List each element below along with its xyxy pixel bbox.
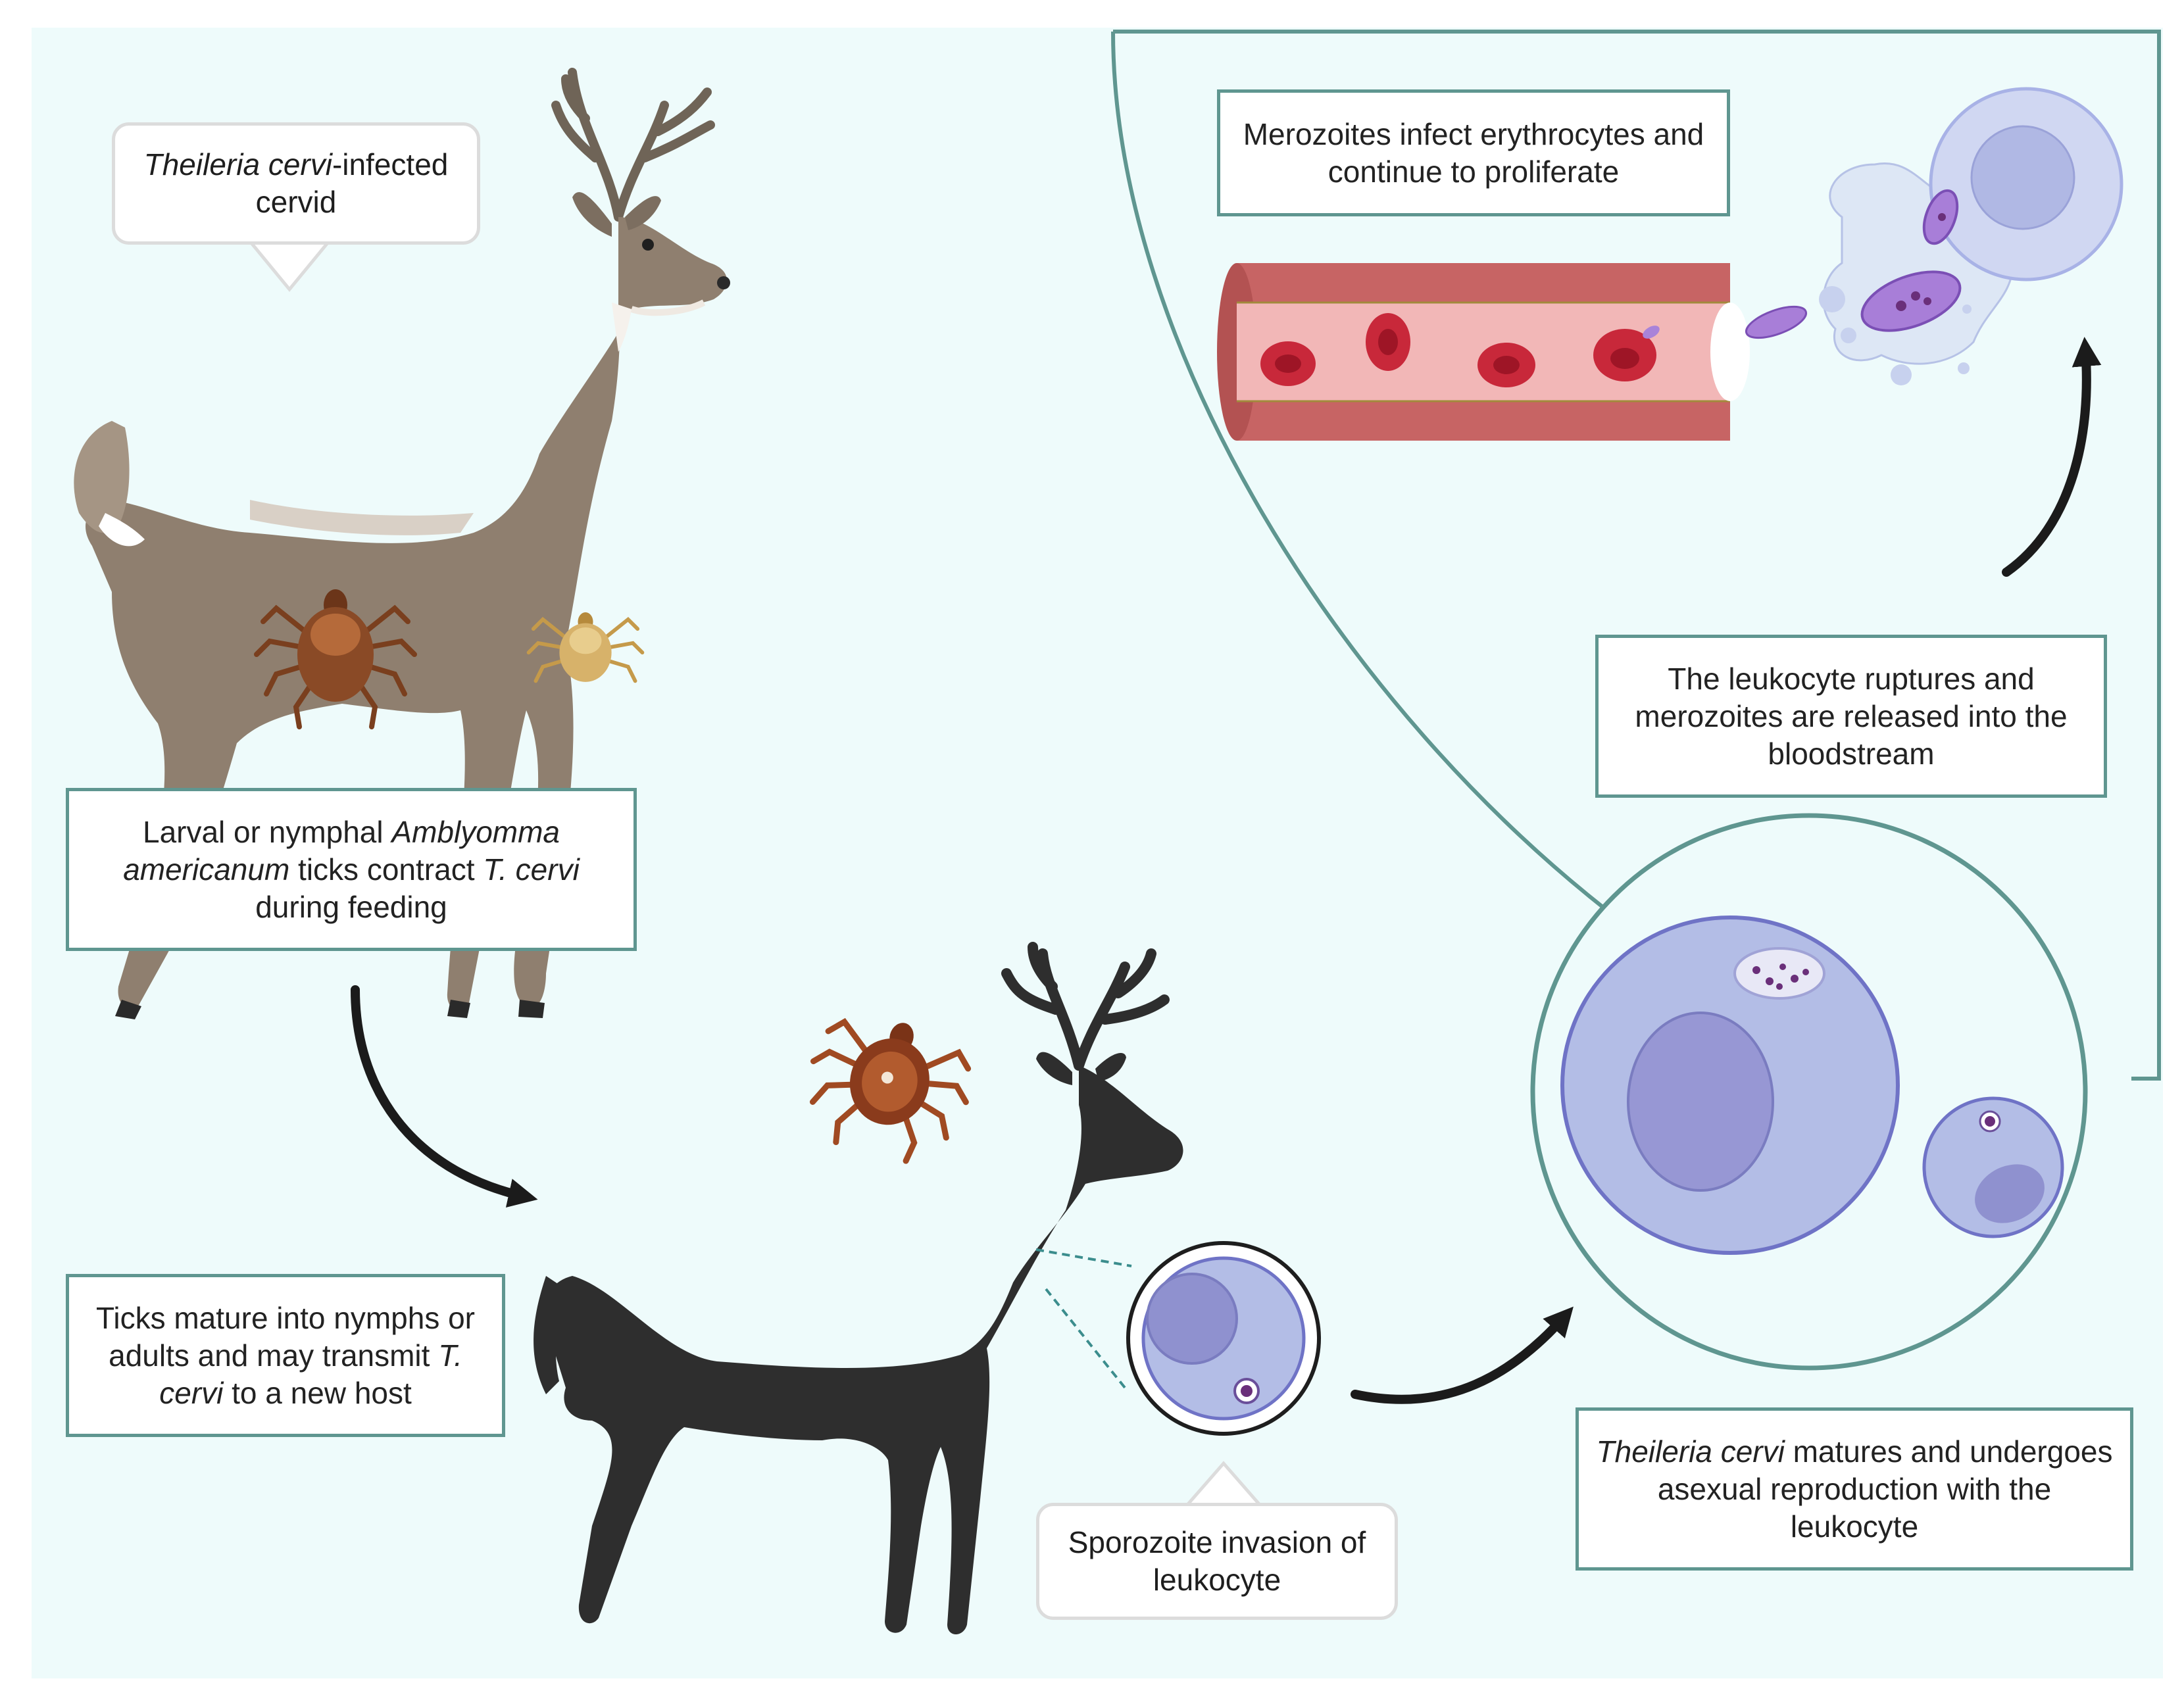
tick-icon [254, 589, 417, 729]
label-sporozoite: Sporozoite invasion of leukocyte [1036, 1503, 1398, 1620]
label-text: -infected cervid [255, 147, 449, 219]
merozoite-icon [1745, 87, 2123, 385]
tick-icon [809, 1017, 972, 1164]
label-text: Larval or nymphal [142, 814, 392, 849]
label-text: Ticks mature into nymphs or adults and m… [95, 1300, 476, 1373]
curved-arrow-icon [351, 337, 2102, 1404]
label-text: to a new host [223, 1375, 412, 1410]
label-text: Sporozoite invasion of leukocyte [1068, 1525, 1366, 1597]
deer-silhouette-icon [534, 942, 1183, 1634]
erythrocyte-icon [1260, 313, 1660, 387]
label-matures: Theileria cervi matures and undergoes as… [1576, 1407, 2133, 1571]
label-text-italic: Amblyomma americanum [123, 814, 560, 887]
leukocyte-icon [1035, 1241, 1321, 1436]
label-ticks-mature: Ticks mature into nymphs or adults and m… [66, 1274, 505, 1437]
tick-icon [526, 612, 645, 683]
label-text-italic: Theileria cervi [1596, 1434, 1785, 1469]
bloodstream-frame [1111, 30, 2161, 1081]
label-ruptures: The leukocyte ruptures and merozoites ar… [1595, 635, 2107, 798]
label-larval-ticks: Larval or nymphal Amblyomma americanum t… [66, 788, 637, 951]
label-text: matures and undergoes asexual reproducti… [1657, 1434, 2113, 1544]
label-text: The leukocyte ruptures and merozoites ar… [1635, 661, 2068, 771]
label-merozoites-infect: Merozoites infect erythrocytes and conti… [1217, 89, 1730, 216]
label-text-italic: T. cervi [159, 1338, 462, 1410]
label-text-italic: T. cervi [483, 852, 580, 887]
label-text-italic: Theileria cervi [143, 147, 332, 182]
label-text: ticks contract [289, 852, 484, 887]
leukocyte-icon [1530, 813, 2088, 1371]
label-text: Merozoites infect erythrocytes and conti… [1243, 116, 1704, 189]
label-infected-cervid: Theileria cervi-infected cervid [112, 122, 480, 245]
label-text: during feeding [255, 889, 447, 924]
